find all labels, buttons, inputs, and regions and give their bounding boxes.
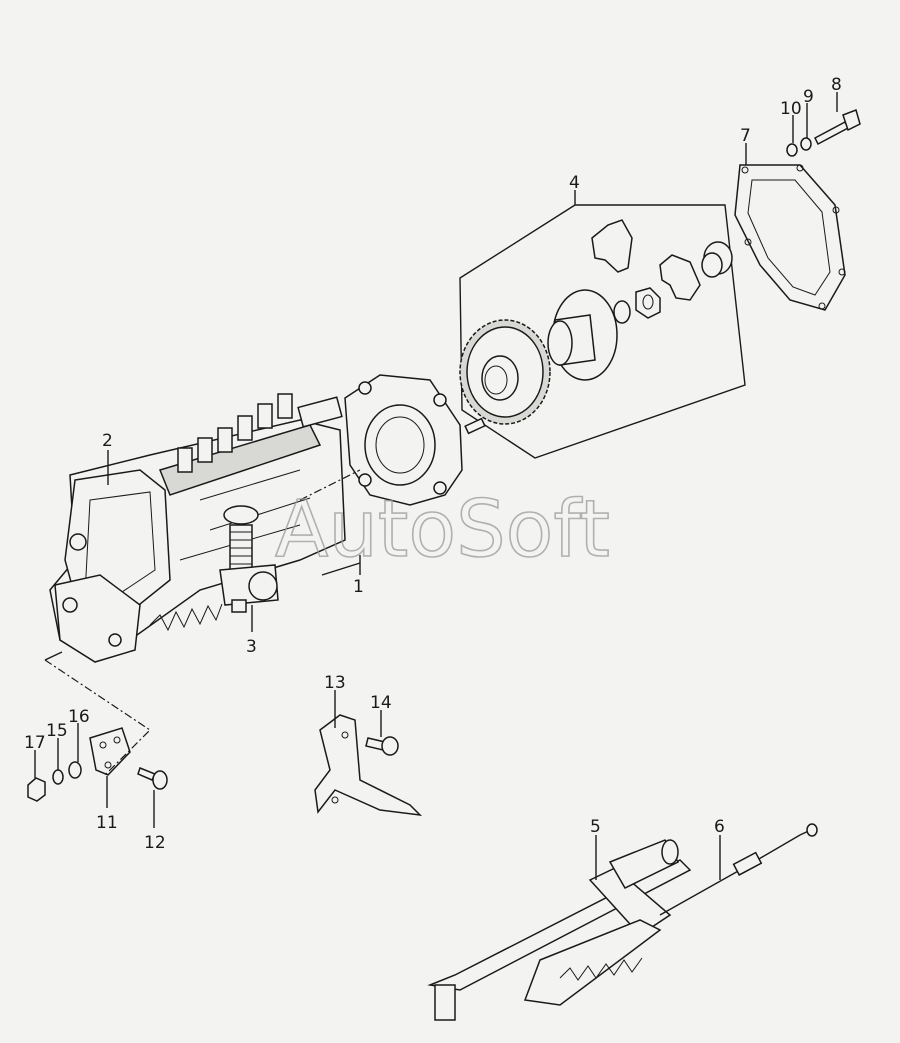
lock-plate-upper-drawing [591,219,633,273]
nut-drawing [635,287,661,319]
washer-drawing [613,300,631,324]
callout-8: 8 [831,75,842,95]
callout-3: 3 [246,637,257,657]
leader-lines [34,92,838,880]
nut-17-drawing [27,777,46,802]
injection-pump-drawing [44,393,346,663]
watermark: AutoSoft [275,485,610,575]
hub-drawing [547,289,618,381]
washer-16-drawing [68,761,82,779]
adaptor-housing-drawing [344,374,463,506]
callout-11: 11 [96,813,118,833]
lock-plate-lower-drawing [659,254,701,301]
callout-9: 9 [803,87,814,107]
callout-7: 7 [740,126,751,146]
callout-12: 12 [144,833,166,853]
callout-5: 5 [590,817,601,837]
timing-gear-drawing [459,319,551,425]
callout-13: 13 [324,673,346,693]
callout-6: 6 [714,817,725,837]
gasket-drawing [734,164,846,311]
actuator-assembly-drawing [427,839,692,1021]
washer-9-drawing [800,137,812,151]
bracket-13-drawing [314,714,423,817]
callout-1: 1 [353,577,364,597]
callout-16: 16 [68,707,90,727]
callout-4: 4 [569,173,580,193]
bracket-11-drawing [89,727,131,776]
feed-pump-drawing [219,505,279,613]
callout-17: 17 [24,733,46,753]
callout-15: 15 [46,721,68,741]
washer-10-drawing [786,143,798,157]
washer-15-drawing [52,769,64,785]
control-cable-drawing [659,823,818,916]
bolt-14-drawing [365,736,399,756]
gear-bolt-drawing [464,417,486,435]
callout-14: 14 [370,693,392,713]
plug-drawing [701,241,733,278]
bolt-12-drawing [137,767,168,790]
callout-2: 2 [102,431,113,451]
bolt-8-drawing [814,109,861,146]
callout-10: 10 [780,99,802,119]
